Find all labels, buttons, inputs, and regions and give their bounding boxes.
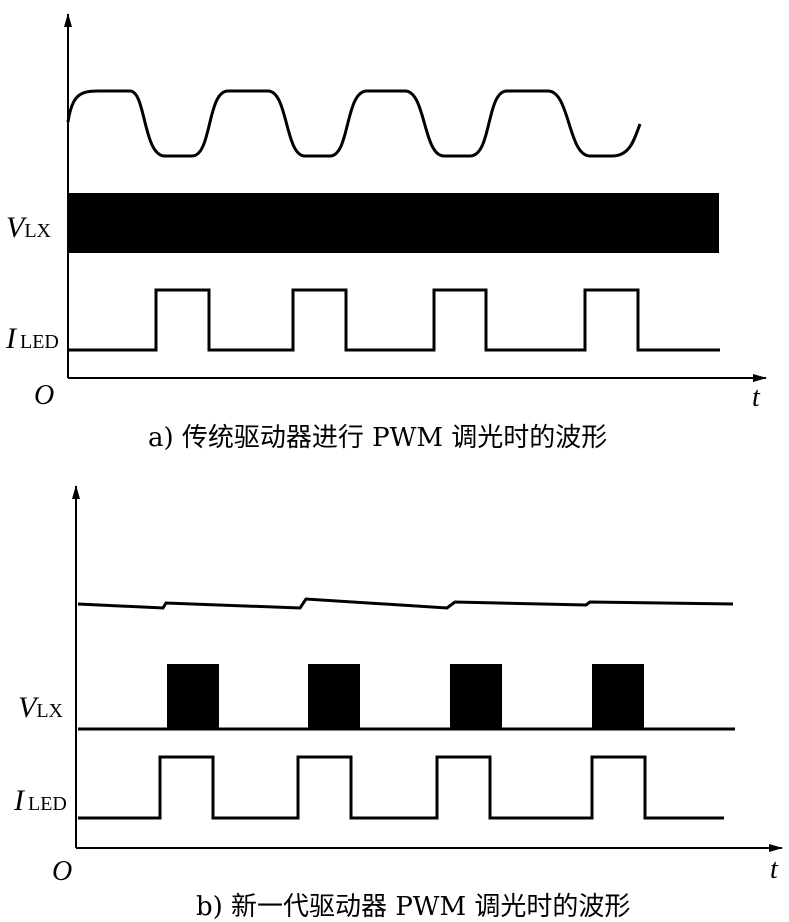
panel-a-top-waveform (66, 89, 642, 158)
panel-a-iled-waveform (68, 288, 720, 352)
panel-a-t-label: t (752, 382, 761, 413)
panel-b-origin-label: O (52, 856, 72, 887)
panel-b-top-waveform (77, 597, 734, 610)
panel-b-t-label: t (770, 854, 779, 885)
panel-b-vlx-block-2 (308, 664, 360, 729)
panel-b-iled-waveform (78, 755, 724, 820)
panel-a-vlx-label: VLX (6, 211, 52, 244)
panel-b-vlx-block-4 (592, 664, 644, 729)
panel-a-vlx-band (68, 193, 719, 253)
panel-b-vlx-block-1 (167, 664, 219, 729)
panel-b-vlx-block-3 (450, 664, 502, 729)
panel-a-origin-label: O (34, 380, 54, 411)
panel-a-caption: a) 传统驱动器进行 PWM 调光时的波形 (148, 423, 607, 453)
panel-b-caption: b) 新一代驱动器 PWM 调光时的波形 (196, 892, 630, 922)
panel-b-vlx-label: VLX (18, 691, 64, 724)
